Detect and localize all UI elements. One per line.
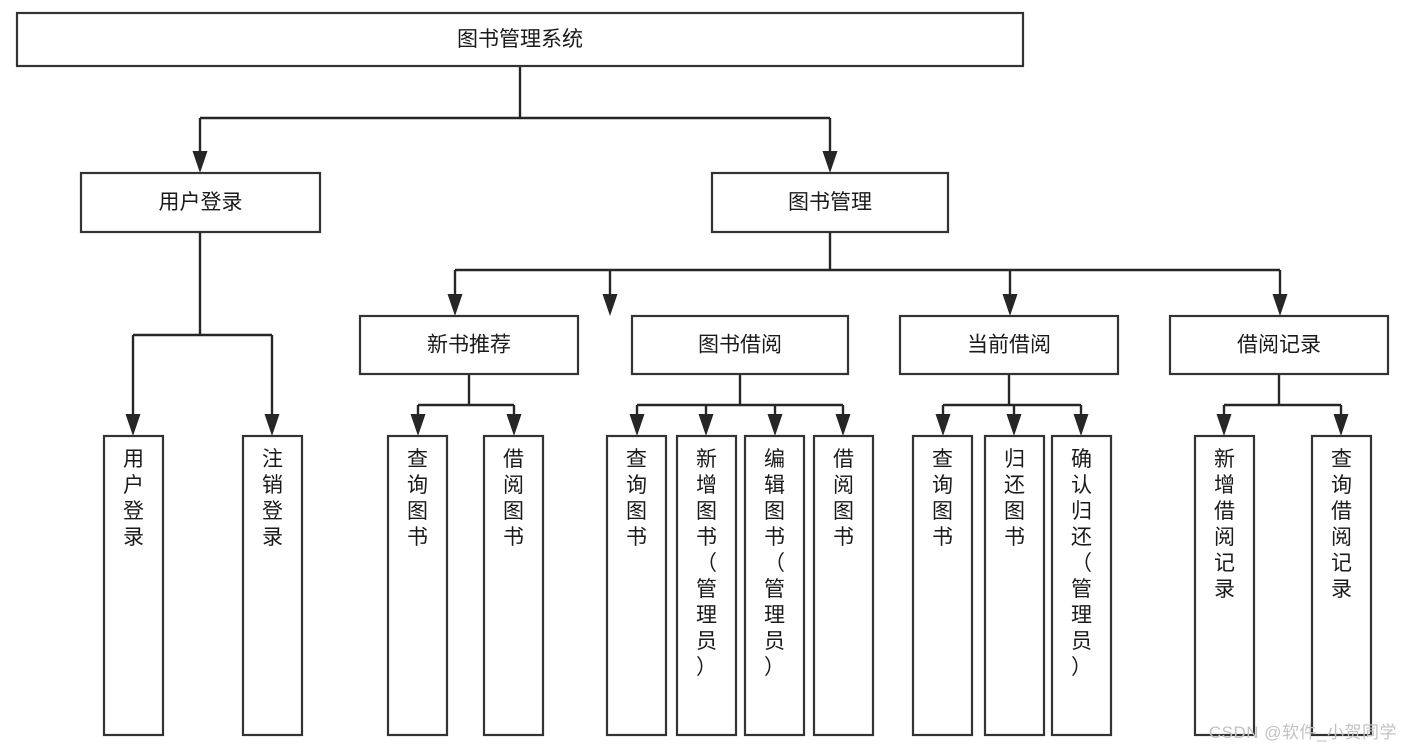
leaf-add-borrow-record[interactable]: 新增借阅记录 xyxy=(1193,434,1256,737)
node-book-borrow[interactable]: 图书借阅 xyxy=(630,314,850,376)
node-label: 查询借阅记录 xyxy=(1331,448,1352,601)
watermark-csdn: CSDN @软件_小贺同学 xyxy=(1208,723,1397,742)
leaf-borrow-book[interactable]: 借阅图书 xyxy=(812,434,875,737)
node-label: 图书借阅 xyxy=(698,334,782,357)
connector-borrow-record-to-leaves xyxy=(1216,374,1349,436)
leaf-query-book-current[interactable]: 查询图书 xyxy=(911,434,974,737)
node-label: 用户登录 xyxy=(123,448,144,549)
root-book-management-system[interactable]: 图书管理系统 xyxy=(15,11,1025,68)
leaf-query-book-recommend[interactable]: 查询图书 xyxy=(386,434,449,737)
leaf-query-book-borrow[interactable]: 查询图书 xyxy=(605,434,668,737)
node-new-book-recommend[interactable]: 新书推荐 xyxy=(358,314,580,376)
node-user-login[interactable]: 用户登录 xyxy=(79,171,322,234)
node-label: 图书管理系统 xyxy=(457,28,583,51)
node-current-borrow[interactable]: 当前借阅 xyxy=(898,314,1120,376)
leaf-edit-book-admin[interactable]: 编辑图书（管理员） xyxy=(743,434,806,737)
node-label: 编辑图书（管理员） xyxy=(764,448,785,679)
node-label: 归还图书 xyxy=(1004,448,1025,549)
nodes-layer: 图书管理系统用户登录图书管理新书推荐图书借阅当前借阅借阅记录用户登录注销登录查询… xyxy=(15,11,1390,737)
node-label: 查询图书 xyxy=(932,448,953,549)
node-label: 注销登录 xyxy=(262,448,283,549)
leaf-user-logout[interactable]: 注销登录 xyxy=(241,434,304,737)
node-label: 借阅图书 xyxy=(503,448,524,549)
node-label: 当前借阅 xyxy=(967,334,1051,357)
node-label: 新书推荐 xyxy=(427,334,511,357)
leaf-return-book[interactable]: 归还图书 xyxy=(983,434,1046,737)
connector-book-management-to-level2 xyxy=(447,232,1288,316)
leaf-query-borrow-record[interactable]: 查询借阅记录 xyxy=(1310,434,1373,737)
node-label: 新增借阅记录 xyxy=(1214,448,1235,601)
node-label: 用户登录 xyxy=(159,191,243,214)
leaf-user-login[interactable]: 用户登录 xyxy=(102,434,165,737)
node-label: 查询图书 xyxy=(407,448,428,549)
node-borrow-record[interactable]: 借阅记录 xyxy=(1168,314,1390,376)
node-label: 借阅记录 xyxy=(1237,334,1321,357)
connectors-layer xyxy=(125,66,1349,436)
node-label: 借阅图书 xyxy=(833,448,854,549)
connector-current-borrow-to-leaves xyxy=(935,374,1089,436)
node-label: 查询图书 xyxy=(626,448,647,549)
leaf-borrow-book-recommend[interactable]: 借阅图书 xyxy=(482,434,545,737)
node-label: 新增图书（管理员） xyxy=(696,448,717,679)
node-book-management[interactable]: 图书管理 xyxy=(710,171,950,234)
node-label: 图书管理 xyxy=(788,191,872,214)
connector-new-book-to-leaves xyxy=(410,374,522,436)
connector-user-login-to-leaves xyxy=(125,232,280,436)
leaf-confirm-return-admin[interactable]: 确认归还（管理员） xyxy=(1050,434,1113,737)
leaf-add-book-admin[interactable]: 新增图书（管理员） xyxy=(675,434,738,737)
node-label: 确认归还（管理员） xyxy=(1071,448,1092,679)
connector-book-borrow-to-leaves xyxy=(629,374,851,436)
connector-root-to-level1 xyxy=(192,66,838,173)
